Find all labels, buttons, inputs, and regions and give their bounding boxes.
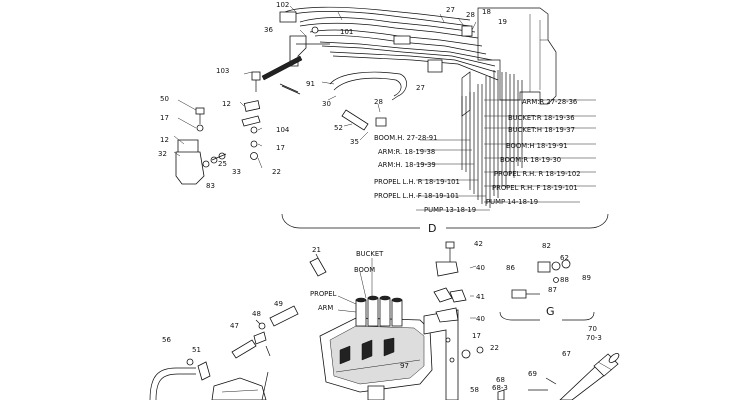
fittings-47-48-49 [231, 305, 299, 359]
part-number-68-3: 68-3 [492, 384, 508, 392]
part-number-58: 58 [470, 386, 479, 394]
part-number-30: 30 [322, 100, 331, 108]
part-number-97: 97 [400, 362, 409, 370]
part-number-67: 67 [562, 350, 571, 358]
part-number-42: 42 [474, 240, 483, 248]
part-number-32: 32 [158, 150, 167, 158]
part-number-88: 88 [560, 276, 569, 284]
elbow-fittings-left [279, 11, 330, 67]
part-number-89: 89 [582, 274, 591, 282]
hose-label-propel-lh-r: PROPEL L.H. R 18-19-101 [374, 178, 460, 186]
part-number-28: 28 [466, 11, 475, 19]
group-label-g: G [546, 305, 555, 318]
hose-56-pump [149, 358, 269, 401]
hose-label-bucket-h: BUCKET:H 18-19-37 [508, 126, 575, 134]
part-number-28-lower: 28 [374, 98, 383, 106]
part-number-83: 83 [206, 182, 215, 190]
part-number-82: 82 [542, 242, 551, 250]
fittings-42-41-40 [433, 241, 477, 323]
hose-label-propel-lh-f: PROPEL L.H. F 18-19-101 [374, 192, 459, 200]
small-parts-left [175, 71, 261, 185]
hose-label-boom-h-left: BOOM.H. 27-28-91 [374, 134, 437, 142]
part-number-56: 56 [162, 336, 171, 344]
part-number-101: 101 [340, 28, 353, 36]
hose-label-leaders [416, 99, 596, 211]
hose-label-bucket-r: BUCKET:R 18-19-36 [508, 114, 575, 122]
hose-label-arm-h-left: ARM:H. 18-19-39 [378, 161, 436, 169]
group-label-d: D [428, 222, 436, 235]
part-number-17-bottom: 17 [472, 332, 481, 340]
part-number-33: 33 [232, 168, 241, 176]
part-number-68: 68 [496, 376, 505, 384]
valve-label-propel: PROPEL [310, 290, 337, 298]
part-number-52: 52 [334, 124, 343, 132]
hose-label-arm-r-left: ARM:R. 18-19-38 [378, 148, 435, 156]
part-number-22: 22 [272, 168, 281, 176]
part-number-102: 102 [276, 1, 289, 9]
part-number-12-lower: 12 [160, 136, 169, 144]
hose-label-boom-h-right: BOOM:H 18-19-91 [506, 142, 568, 150]
part-number-21: 21 [312, 246, 321, 254]
valve-label-leaders [337, 258, 373, 313]
part-number-36: 36 [264, 26, 273, 34]
part-number-51: 51 [192, 346, 201, 354]
valve-label-arm: ARM [318, 304, 333, 312]
fittings-middle [341, 25, 473, 131]
part-number-27-lower: 27 [416, 84, 425, 92]
pipe-67-assembly [528, 353, 620, 401]
hose-30-91 [261, 55, 407, 101]
part-number-22-bottom: 22 [490, 344, 499, 352]
part-number-17: 17 [160, 114, 169, 122]
part-number-18: 18 [482, 8, 491, 16]
part-number-47: 47 [230, 322, 239, 330]
hose-label-propel-rh-r: PROPEL R.H. R 18-19-102 [494, 170, 581, 178]
group-g-parts [499, 259, 595, 321]
leader-lines-top [173, 5, 477, 169]
part-number-62: 62 [560, 254, 569, 262]
pipe-21 [309, 253, 327, 277]
part-number-104: 104 [276, 126, 290, 134]
part-number-27: 27 [446, 6, 455, 14]
part-number-50: 50 [160, 95, 169, 103]
valve-label-boom: BOOM [354, 266, 375, 274]
part-number-25: 25 [218, 160, 227, 168]
part-number-49: 49 [274, 300, 283, 308]
part-number-69: 69 [528, 370, 537, 378]
hose-label-propel-rh-f: PROPEL R.H. F 18-19-101 [492, 184, 578, 192]
hose-label-pump-left: PUMP 13-18-19 [424, 206, 476, 214]
hose-label-pump-right: PUMP 14-18-19 [486, 198, 538, 206]
group-d-bracket [281, 213, 609, 229]
part-number-41: 41 [476, 293, 485, 301]
part-number-70: 70 [588, 325, 597, 333]
control-valve-bank [319, 295, 433, 393]
part-number-40-lower: 40 [476, 315, 485, 323]
hose-label-boom-r-right: BOOM:R 18-19-30 [500, 156, 561, 164]
valve-bracket-plate [423, 309, 484, 401]
part-number-40: 40 [476, 264, 485, 272]
valve-label-bucket: BUCKET [356, 250, 384, 258]
part-number-91: 91 [306, 80, 315, 88]
part-number-86: 86 [506, 264, 515, 272]
part-number-70-3: 70-3 [586, 334, 602, 342]
hose-label-arm-r: ARM:R 27-28-36 [522, 98, 577, 106]
part-number-87: 87 [548, 286, 557, 294]
part-number-103: 103 [216, 67, 229, 75]
part-number-48: 48 [252, 310, 261, 318]
part-number-35: 35 [350, 138, 359, 146]
part-number-12: 12 [222, 100, 231, 108]
part-number-19: 19 [498, 18, 507, 26]
part-number-17-lower: 17 [276, 144, 285, 152]
